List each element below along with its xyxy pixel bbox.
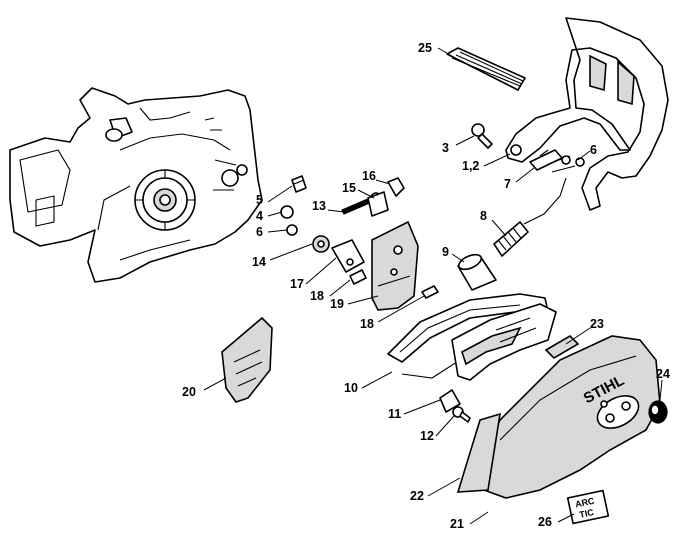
part-3-screw xyxy=(471,123,493,149)
arctic-badge-line1: ARC xyxy=(574,496,596,510)
label-16: 16 xyxy=(362,169,376,183)
label-12: 12 xyxy=(420,429,434,443)
label-7: 7 xyxy=(504,177,511,191)
part-18a-screw xyxy=(349,269,367,285)
small-parts-group xyxy=(280,175,439,299)
label-11: 11 xyxy=(388,407,401,421)
part-12-screw xyxy=(452,406,471,423)
hand-guard xyxy=(505,17,669,211)
part-18b-screw xyxy=(421,285,439,299)
label-20: 20 xyxy=(182,385,196,399)
label-9: 9 xyxy=(442,245,449,259)
label-26: 26 xyxy=(538,515,552,529)
label-6a: 6 xyxy=(590,143,597,157)
label-13: 13 xyxy=(312,199,326,213)
label-3: 3 xyxy=(442,141,449,155)
part-6-clip xyxy=(286,224,298,236)
part-4-washer xyxy=(280,205,294,219)
label-6b: 6 xyxy=(256,225,263,239)
callout-labels: 25 3 1,2 6 7 5 4 6 16 15 13 8 14 9 17 18… xyxy=(182,41,670,531)
label-18b: 18 xyxy=(360,317,374,331)
label-15: 15 xyxy=(342,181,356,195)
part-26-arctic-badge xyxy=(566,489,610,525)
label-5: 5 xyxy=(256,193,263,207)
part-21-sprocket-cover xyxy=(479,335,661,499)
part-20-side-plate xyxy=(221,316,273,403)
part-25-grip-pad xyxy=(446,47,526,91)
part-22-cover-strip xyxy=(456,412,501,493)
label-18a: 18 xyxy=(310,289,324,303)
part-19-guide-plate xyxy=(371,220,419,311)
label-21: 21 xyxy=(450,517,464,531)
engine-housing xyxy=(9,87,263,283)
label-19: 19 xyxy=(330,297,344,311)
arctic-badge-line2: TIC xyxy=(578,507,595,520)
label-22: 22 xyxy=(410,489,424,503)
label-4: 4 xyxy=(256,209,263,223)
label-23: 23 xyxy=(590,317,604,331)
part-8-spring xyxy=(493,177,567,257)
part-24-nut xyxy=(648,400,668,424)
label-1-2: 1,2 xyxy=(462,159,479,173)
part-11-chain-catcher xyxy=(439,303,557,413)
label-8: 8 xyxy=(480,209,487,223)
part-17-plate xyxy=(331,239,365,273)
label-14: 14 xyxy=(252,255,266,269)
part-7-lever xyxy=(529,149,585,171)
label-25: 25 xyxy=(418,41,432,55)
label-17: 17 xyxy=(290,277,304,291)
leader-lines xyxy=(203,47,663,525)
part-9-bushing xyxy=(457,253,497,291)
part-5-spring xyxy=(291,175,307,193)
label-10: 10 xyxy=(344,381,358,395)
label-24: 24 xyxy=(656,367,670,381)
part-13-bolt xyxy=(341,197,373,215)
part-16-nut xyxy=(387,177,405,197)
